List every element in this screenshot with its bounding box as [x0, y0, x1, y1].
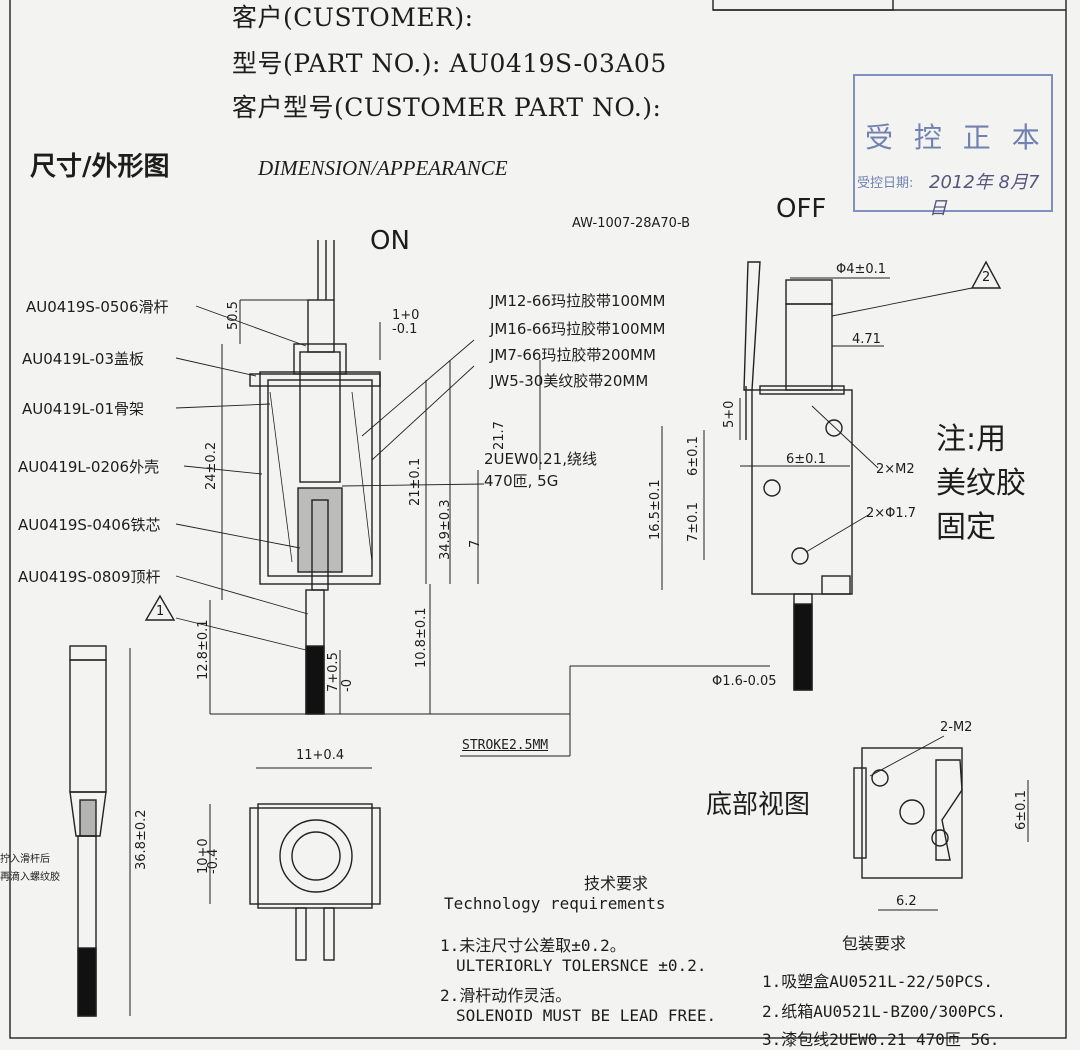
dim-11: 11+0.4	[296, 748, 345, 763]
dim-d1-6: Φ1.6-0.05	[712, 674, 777, 689]
stamp-date: 2012年 8月7日	[929, 172, 1040, 219]
tech-title-en: Technology requirements	[444, 894, 666, 913]
part-label: AU0419S-0809顶杆	[18, 568, 161, 586]
on-dimensions	[209, 299, 770, 757]
dim-d4: Φ4±0.1	[836, 262, 887, 277]
top-view	[209, 767, 381, 961]
bottom-view-label: 底部视图	[706, 790, 811, 820]
triangle-2-label: 2	[982, 270, 991, 285]
pack-item: 3.漆包线2UEW0.21 470匝 5G.	[762, 1030, 1000, 1049]
revision-triangle-2	[970, 260, 1002, 289]
stamp-date-label: 受控日期:	[857, 176, 914, 191]
triangle-1-label: 1	[156, 604, 165, 619]
fix-note-3: 固定	[936, 510, 996, 545]
view-on-label: ON	[370, 226, 410, 256]
tech-item: ULTERIORLY TOLERSNCE ±0.2.	[456, 956, 707, 975]
part-label: AU0419S-0506滑杆	[26, 298, 169, 316]
section-title-en: DIMENSION/APPEARANCE	[258, 156, 508, 180]
dim-34-9: 34.9±0.3	[438, 499, 453, 560]
on-view-solenoid	[249, 240, 381, 715]
stamp-title: 受 控 正 本	[865, 121, 1046, 154]
tech-title-cn: 技术要求	[584, 874, 649, 893]
customer-label: 客户(CUSTOMER):	[232, 3, 474, 32]
dim-1: 1+0	[392, 308, 420, 323]
pack-item: 2.纸箱AU0521L-BZ00/300PCS.	[762, 1002, 1006, 1021]
dim-16-5: 16.5±0.1	[648, 479, 663, 540]
part-label: AU0419S-0406铁芯	[18, 516, 161, 534]
dim-10-8: 10.8±0.1	[414, 607, 429, 668]
dim-21-7: 21.7	[492, 421, 507, 450]
dim-7b: 7+0.5	[326, 652, 341, 692]
wire-turns: 470匝, 5G	[484, 472, 559, 490]
drawing-border	[9, 0, 1067, 1039]
pack-title: 包装要求	[842, 934, 907, 953]
section-title-cn: 尺寸/外形图	[30, 152, 170, 182]
revision-triangle-1	[144, 594, 176, 621]
pack-item: 1.吸塑盒AU0521L-22/50PCS.	[762, 972, 994, 991]
off-view-solenoid	[661, 261, 890, 691]
dim-d17: 2×Φ1.7	[866, 506, 917, 521]
dim-7c: -0	[340, 679, 355, 692]
dim-6b: 6±0.1	[686, 436, 701, 476]
wire-code: AW-1007-28A70-B	[572, 216, 691, 231]
fix-note-2: 美纹胶	[936, 466, 1026, 501]
title-block-top	[712, 0, 894, 11]
slider-rod-detail	[69, 645, 131, 1017]
dim-4-71: 4.71	[852, 332, 881, 347]
dim-12-8: 12.8±0.1	[196, 619, 211, 680]
fix-note-1: 注:用	[936, 422, 1007, 457]
dim-50: 50.5	[226, 301, 241, 330]
dim-10c: -0.4	[206, 848, 221, 874]
part-label: AU0419L-0206外壳	[18, 458, 160, 476]
customer-part-number: 客户型号(CUSTOMER PART NO.):	[232, 93, 662, 122]
view-off-label: OFF	[776, 194, 827, 224]
dim-2-m2: 2-M2	[940, 720, 973, 735]
bottom-view	[853, 735, 1029, 911]
part-label: AU0419L-01骨架	[22, 400, 145, 418]
controlled-copy-stamp: 受 控 正 本 受控日期: 2012年 8月7日	[853, 74, 1053, 219]
dim-6c: 6±0.1	[1014, 790, 1029, 830]
dim-m2: 2×M2	[876, 462, 915, 477]
tape-label: JW5-30美纹胶带20MM	[490, 372, 649, 390]
side-note-2: 再滴入螺纹胶	[0, 872, 60, 883]
tape-label: JM16-66玛拉胶带100MM	[490, 320, 666, 338]
dim-24: 24±0.2	[204, 441, 219, 490]
tape-label: JM12-66玛拉胶带100MM	[490, 292, 666, 310]
tech-item: SOLENOID MUST BE LEAD FREE.	[456, 1006, 717, 1025]
dim-6-2: 6.2	[896, 894, 917, 909]
dim-1b: -0.1	[392, 322, 418, 337]
tech-item: 1.未注尺寸公差取±0.2。	[440, 936, 626, 955]
stroke-label: STROKE2.5MM	[462, 738, 549, 753]
tape-label: JM7-66玛拉胶带200MM	[490, 346, 656, 364]
dim-36-8: 36.8±0.2	[134, 809, 149, 870]
part-label: AU0419L-03盖板	[22, 350, 145, 368]
side-note-1: 拧入滑杆后	[0, 854, 50, 865]
dim-7: 7	[468, 539, 483, 548]
dim-21: 21±0.1	[408, 457, 423, 506]
wire-spec: 2UEW0.21,绕线	[484, 450, 597, 468]
on-leaders	[175, 305, 485, 651]
dim-6a: 6±0.1	[786, 452, 826, 467]
dim-5: 5+0	[722, 400, 737, 428]
tech-item: 2.滑杆动作灵活。	[440, 986, 572, 1005]
dim-7d: 7±0.1	[686, 502, 701, 542]
part-number: 型号(PART NO.): AU0419S-03A05	[232, 49, 667, 78]
